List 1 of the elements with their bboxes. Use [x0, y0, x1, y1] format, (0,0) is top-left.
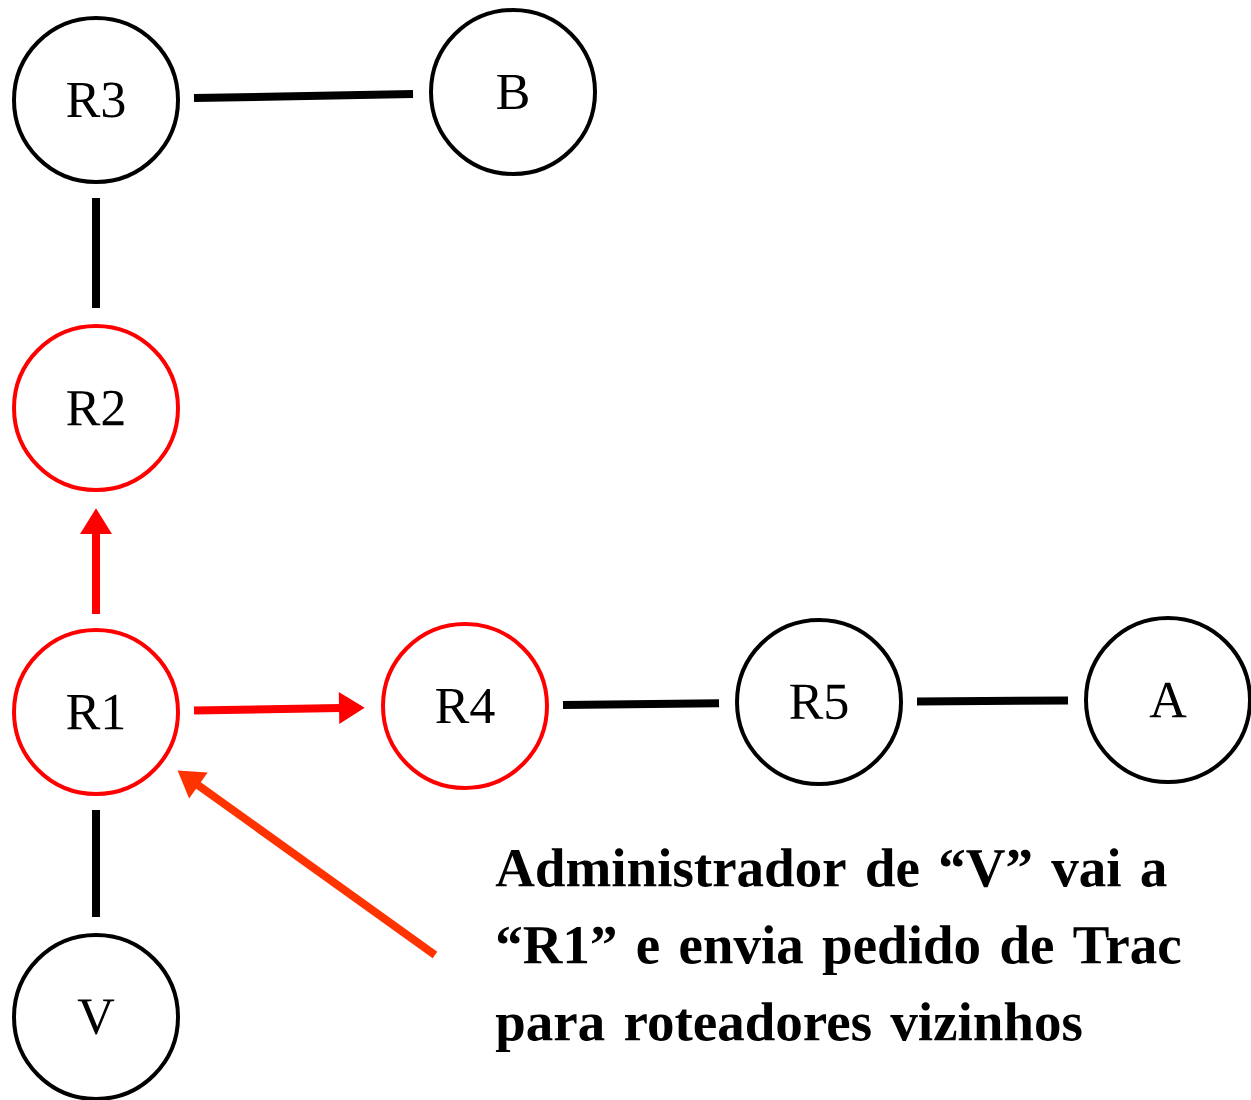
annotation-text: Administrador de “V” vai a “R1” e envia pedido de Trac para roteadores vizinhos	[495, 848, 1181, 1053]
